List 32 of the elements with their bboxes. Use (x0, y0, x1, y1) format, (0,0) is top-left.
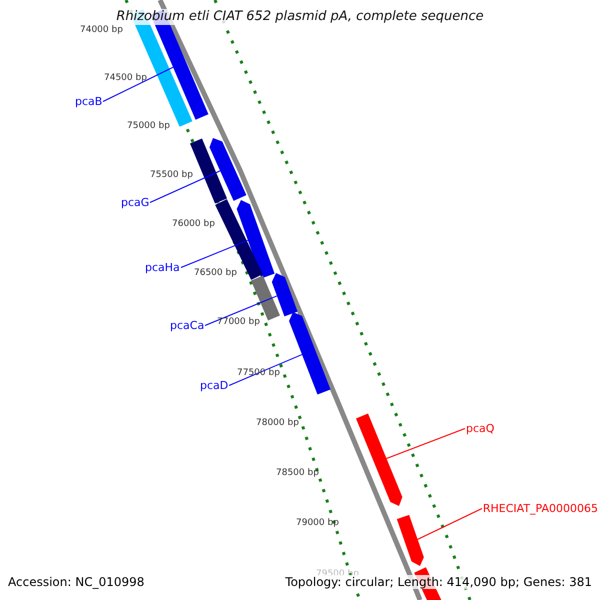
footer-text: Topology: circular; Length: 414,090 bp; Genes: 381 (285, 575, 592, 590)
gene-label: pcaHa (145, 261, 180, 274)
leader-line (102, 66, 174, 102)
tick-label: 75000 bp (127, 121, 170, 132)
gene-label: pcaD (200, 379, 228, 392)
leader-line (386, 428, 466, 460)
gene-label: pcaG (121, 196, 150, 210)
tick-label: 77000 bp (217, 317, 260, 328)
leader-line (150, 170, 221, 203)
tick-label: 74500 bp (104, 73, 147, 84)
gene-label: pcaQ (466, 422, 494, 436)
leader-line (228, 354, 302, 386)
gene-bar (289, 312, 331, 395)
gene-bar (236, 200, 275, 278)
tick-label: 76000 bp (172, 219, 215, 230)
leader-line (204, 295, 278, 326)
gene-bar (356, 414, 402, 506)
tick-label: 76500 bp (194, 268, 237, 279)
footer-text: Accession: NC_010998 (8, 575, 144, 590)
gene-label: RHECIAT_PA0000065 (482, 502, 598, 516)
tick-label: 75500 bp (150, 170, 193, 181)
tick-label: 78500 bp (276, 468, 319, 479)
gene-label: pcaB (75, 95, 102, 108)
leader-line (417, 508, 482, 540)
tick-label: 74000 bp (80, 25, 123, 36)
gene-label: pcaCa (170, 319, 204, 332)
tick-label: 78000 bp (256, 418, 299, 429)
gene-bar (396, 514, 424, 566)
gene-bar (272, 273, 298, 316)
tick-label: 79000 bp (296, 518, 339, 529)
gene-bar (210, 138, 246, 201)
leader-line (180, 240, 248, 268)
